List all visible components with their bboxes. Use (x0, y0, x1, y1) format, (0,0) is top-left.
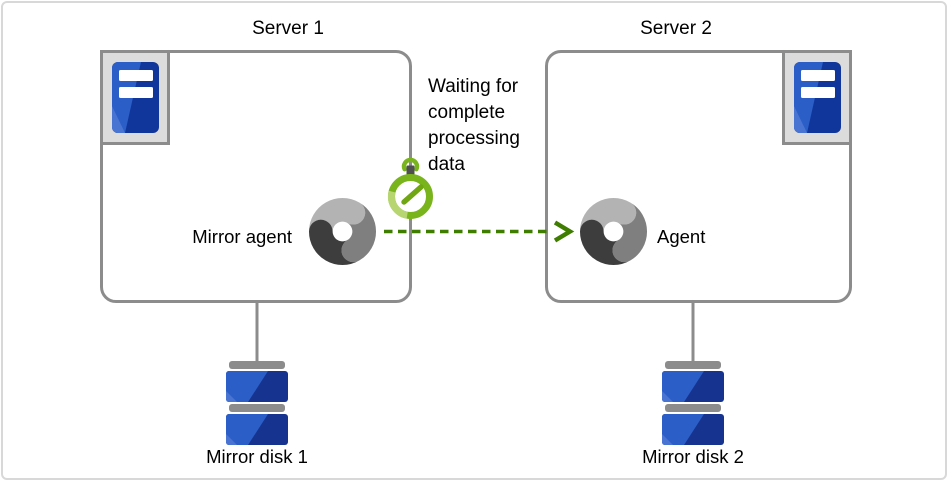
server-tower-icon (100, 50, 170, 145)
mirror-agent-label: Mirror agent (192, 226, 292, 247)
mirror-disk1-label: Mirror disk 1 (206, 446, 308, 467)
server2-title: Server 2 (640, 18, 712, 39)
waiting-annotation: Waiting for complete processing data (428, 76, 520, 175)
agent-donut-icon (579, 197, 648, 266)
server1-title: Server 1 (252, 18, 324, 39)
agent-label: Agent (657, 226, 706, 247)
server-tower-icon (782, 50, 852, 145)
mirror-disk-icon (662, 361, 724, 445)
stopwatch-icon (388, 157, 433, 219)
mirror-agent-donut-icon (308, 197, 377, 266)
mirror-disk2-label: Mirror disk 2 (642, 446, 744, 467)
server1-box (100, 50, 412, 303)
mirror-disk-icon (226, 361, 288, 445)
